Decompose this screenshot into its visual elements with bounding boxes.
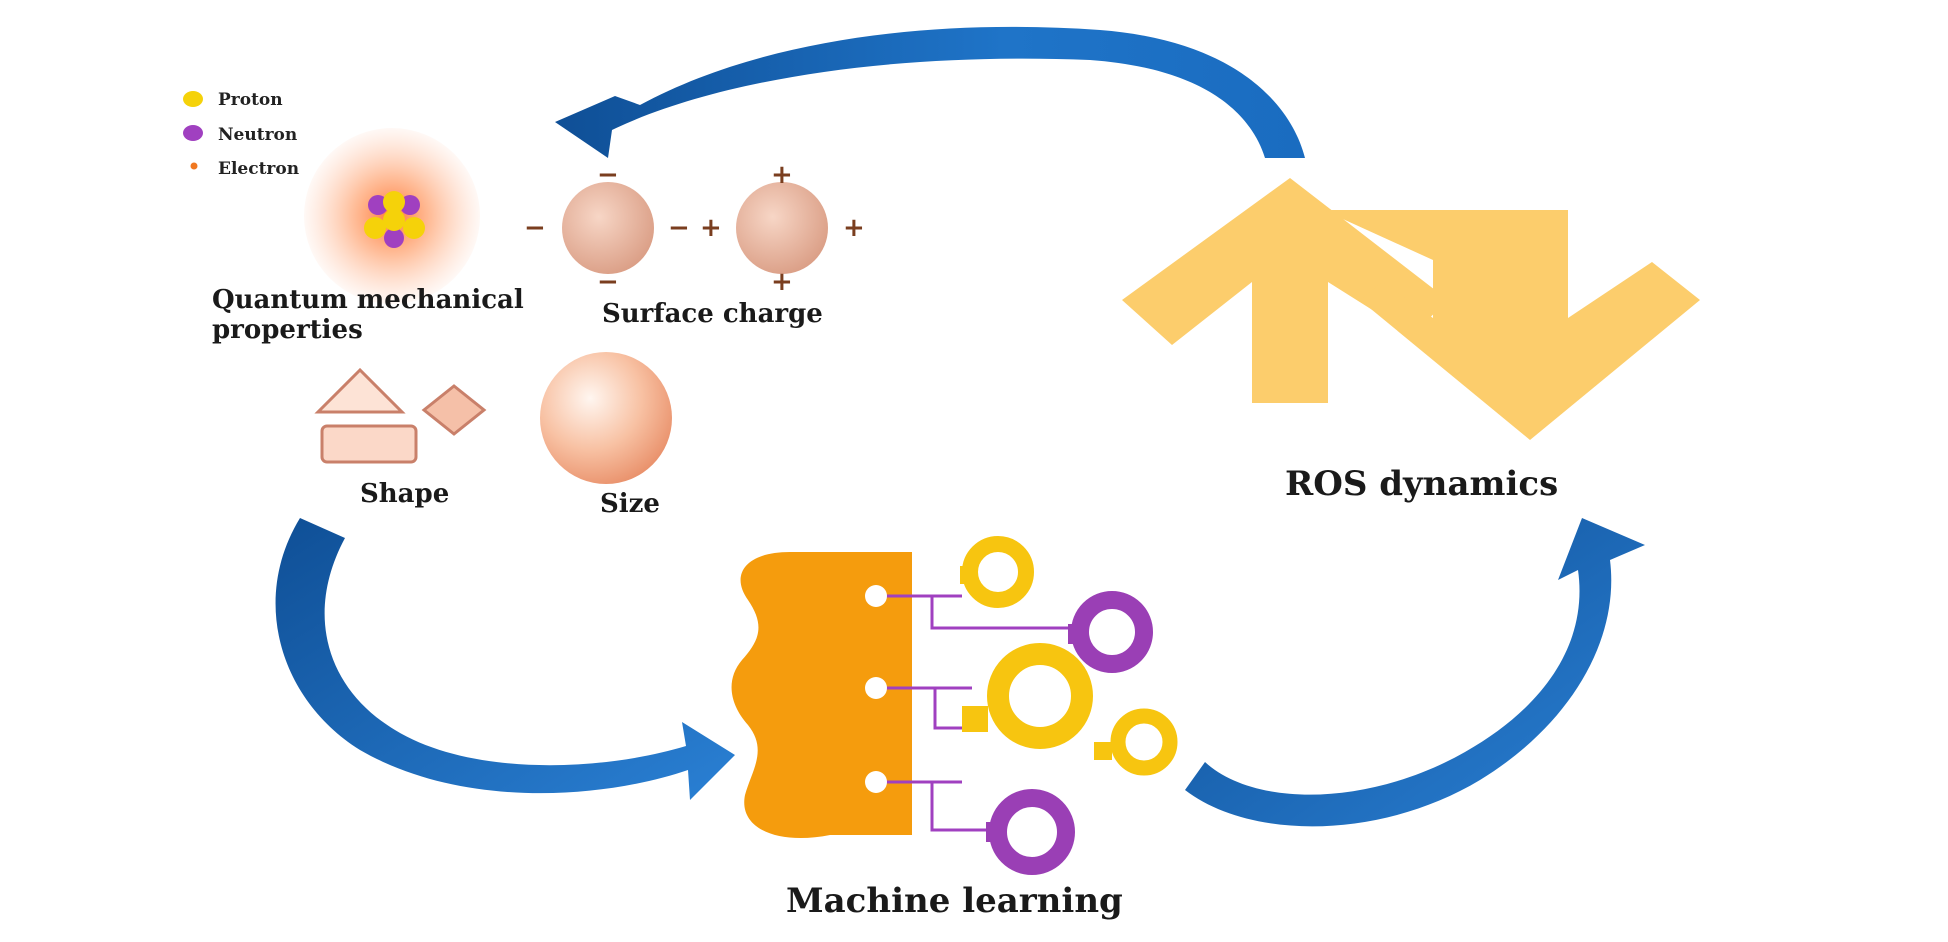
- connector-node-1: [865, 585, 887, 607]
- ring-purple-2: [986, 789, 1075, 875]
- ros-dynamics-symbol: [1122, 178, 1700, 440]
- legend-proton-label: Proton: [218, 90, 283, 110]
- ml-connector-lines: [876, 594, 1078, 832]
- up-arrow-shape: [1122, 178, 1448, 403]
- ring-purple-1: [1068, 591, 1153, 673]
- size-sphere: [540, 352, 672, 484]
- shape-illustration: [314, 367, 487, 464]
- shape-label: Shape: [360, 479, 449, 509]
- minus-sign-left: −: [524, 213, 546, 243]
- plus-sign-right: +: [843, 213, 865, 243]
- plus-sign-left: +: [700, 213, 722, 243]
- minus-sign-bottom: −: [597, 267, 619, 297]
- surface-charge-illustration: − − − − + + + +: [524, 160, 865, 297]
- ros-dynamics-label: ROS dynamics: [1285, 464, 1558, 504]
- legend-neutron-label: Neutron: [218, 125, 297, 145]
- arrow-ros-to-properties: [555, 26, 1305, 158]
- triangle-shape: [314, 367, 406, 414]
- arrow-properties-to-ml: [275, 518, 735, 800]
- surface-charge-label: Surface charge: [602, 299, 823, 329]
- connector-node-3: [865, 771, 887, 793]
- diamond-shape: [421, 384, 487, 436]
- plus-sign-bottom: +: [771, 267, 793, 297]
- positive-particle: [736, 182, 828, 274]
- down-arrow-shape: [1323, 210, 1700, 440]
- atom-illustration: [304, 128, 480, 304]
- proton-swatch: [183, 91, 203, 107]
- size-label: Size: [600, 489, 660, 519]
- neutron-swatch: [183, 125, 203, 141]
- electron-swatch: [190, 162, 198, 170]
- ring-yellow-1: [960, 536, 1034, 608]
- plus-sign-top: +: [771, 160, 793, 190]
- legend-electron-label: Electron: [218, 159, 299, 179]
- arrow-ml-to-ros: [1185, 518, 1645, 827]
- ring-yellow-2: [962, 643, 1093, 749]
- minus-sign-right: −: [668, 213, 690, 243]
- atom-legend: Proton Neutron Electron: [183, 90, 299, 179]
- minus-sign-top: −: [597, 160, 619, 190]
- rectangle-shape: [320, 424, 418, 464]
- negative-particle: [562, 182, 654, 274]
- quantum-label-line1: Quantum mechanical: [212, 285, 524, 315]
- connector-node-2: [865, 677, 887, 699]
- machine-learning-label: Machine learning: [786, 881, 1123, 921]
- ml-head-shape: [731, 552, 912, 839]
- quantum-label-line2: properties: [212, 315, 363, 345]
- machine-learning-symbol: [731, 536, 1178, 875]
- ring-yellow-3: [1094, 708, 1178, 776]
- nucleus: [364, 191, 425, 248]
